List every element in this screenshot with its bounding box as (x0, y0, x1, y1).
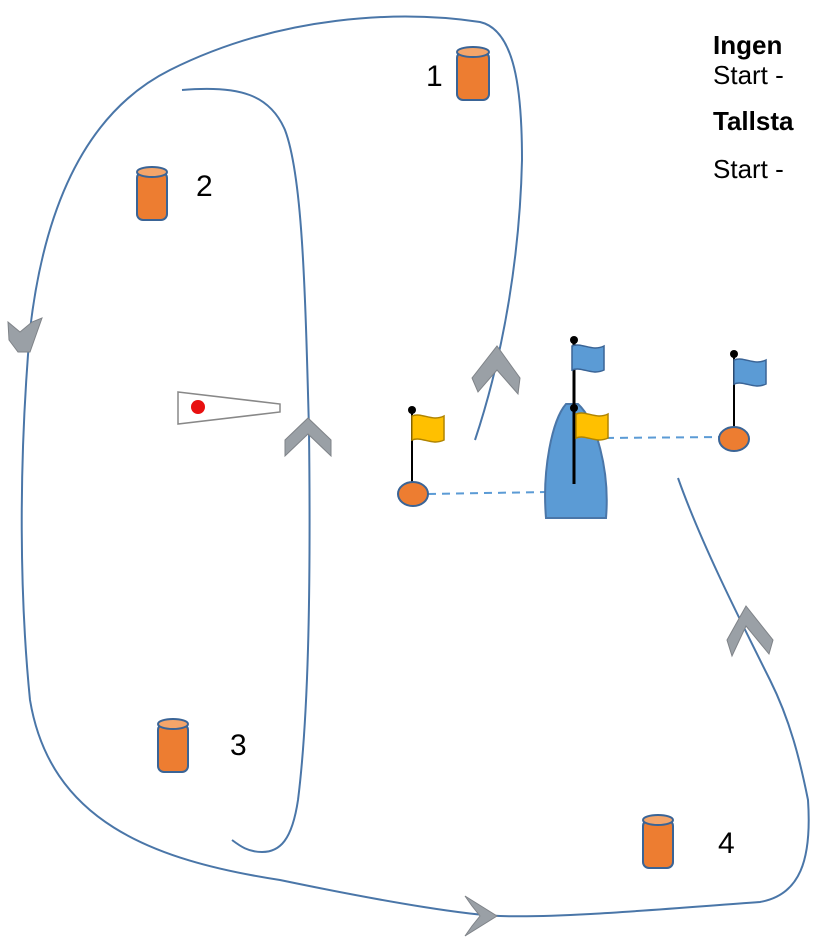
buoy-4 (642, 814, 674, 869)
start-line-left (427, 491, 547, 495)
arrow-left-down-icon (7, 317, 43, 353)
outer-course-line (20, 15, 810, 918)
direction-arrows (7, 317, 774, 937)
arrow-right-up-icon (726, 605, 774, 658)
yellow-flag-icon (575, 412, 609, 441)
start-buoy-right (718, 426, 750, 452)
course-lines (20, 15, 810, 918)
legend-line-3: Tallsta (713, 106, 794, 136)
arrow-inner-up-icon (284, 417, 332, 458)
start-buoy-left (397, 481, 429, 507)
legend-line-2: Start - (713, 60, 784, 90)
buoy-1 (456, 46, 490, 101)
start-line-right (605, 436, 721, 439)
wind-pennant-icon (177, 391, 281, 425)
buoy-2 (136, 166, 168, 221)
arrow-upwind-icon (471, 345, 521, 396)
start-mark-left (397, 406, 445, 507)
buoy-3 (157, 718, 189, 773)
blue-flag-icon (733, 358, 767, 387)
buoy-label-3: 3 (230, 729, 247, 762)
blue-flag-icon (571, 344, 605, 373)
start-lines (427, 436, 721, 495)
legend-line-4: Start - (713, 154, 784, 184)
buoy-label-1: 1 (426, 60, 443, 93)
legend-line-1: Ingen (713, 30, 783, 60)
inner-course-line (181, 87, 311, 854)
buoy-label-4: 4 (718, 827, 735, 860)
yellow-flag-icon (411, 414, 445, 443)
buoy-label-2: 2 (196, 170, 213, 203)
arrow-bottom-right-icon (464, 895, 498, 937)
start-mark-right (718, 350, 767, 452)
